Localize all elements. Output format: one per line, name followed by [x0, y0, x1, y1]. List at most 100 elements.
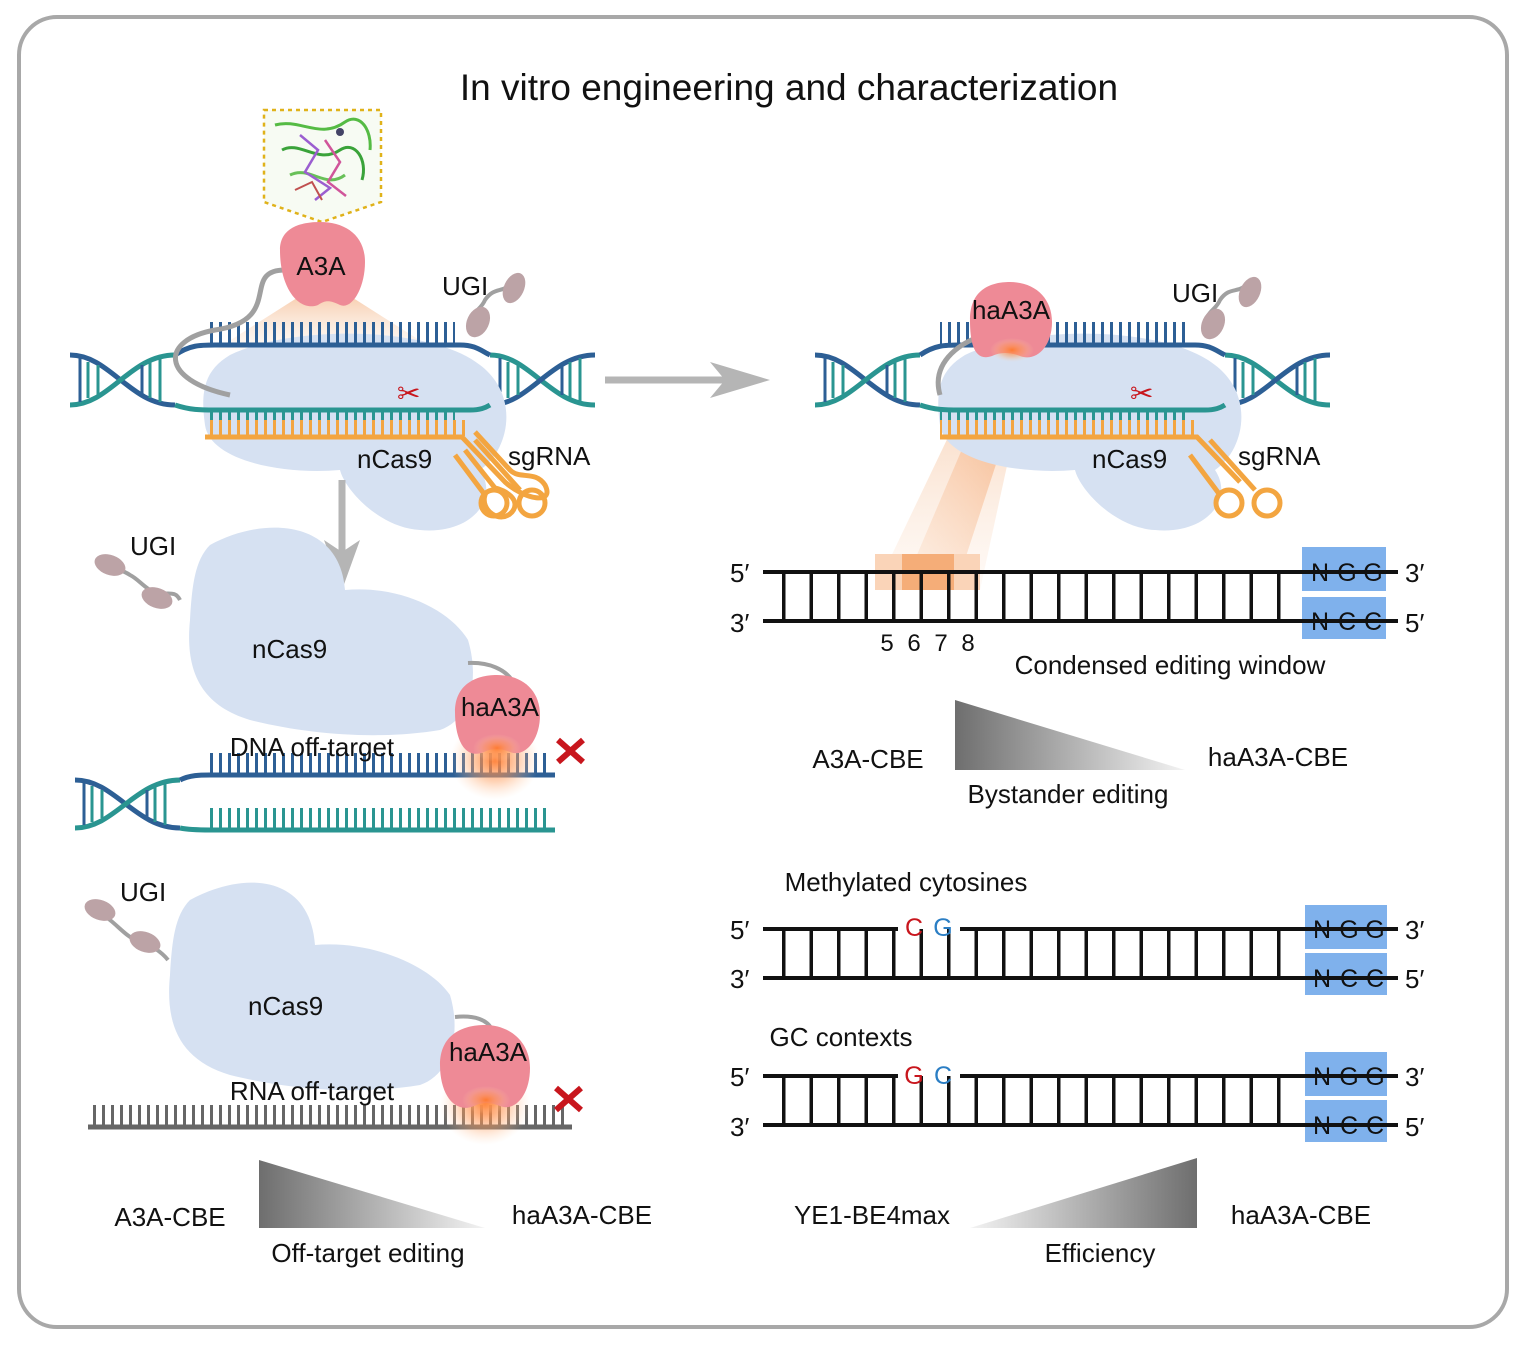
non-target-strand-ticks: [205, 322, 455, 344]
dna-offtarget-panel: UGI nCas9 haA3A DNA off-target: [74, 527, 585, 833]
efficiency-caption: Efficiency: [1045, 1238, 1156, 1268]
gc-five-prime: 5′: [730, 1062, 749, 1092]
gc-pam-bottom-c1: C: [1340, 1112, 1358, 1140]
base-g-methylated: G: [933, 914, 952, 942]
a3a-linker: [172, 267, 286, 398]
bystander-wedge: [955, 700, 1185, 770]
scissors-icon: ✂: [1130, 378, 1153, 409]
efficiency-right-label: haA3A-CBE: [1231, 1200, 1371, 1230]
pam-top-n: N: [1311, 559, 1329, 587]
position-5: 5: [880, 630, 893, 657]
haa3a-label: haA3A: [972, 295, 1051, 325]
sgrna-loop-1-right: [1213, 487, 1245, 519]
sgrna-loop-2-right: [1251, 487, 1283, 519]
ncas9-body-rna: [169, 882, 455, 1091]
sgrna-loop-2: [516, 487, 548, 519]
bystander-caption: Bystander editing: [968, 779, 1169, 809]
gc-top-end: 3′: [1405, 1062, 1424, 1092]
active-site-glow: [990, 338, 1034, 362]
dna-left-helix-right: [814, 352, 921, 408]
non-target-strand: [173, 342, 492, 358]
meth-pam-top-g2: G: [1365, 916, 1384, 944]
efficiency-gradient: YE1-BE4max haA3A-CBE Efficiency: [794, 1158, 1371, 1268]
bystander-left-label: A3A-CBE: [812, 744, 923, 774]
a3a-label: A3A: [296, 251, 346, 281]
blocked-x-icon: [554, 1085, 583, 1113]
meth-pam-bottom-n: N: [1313, 965, 1331, 993]
sgrna-loop-1: [478, 487, 510, 519]
meth-three-prime: 3′: [730, 964, 749, 994]
position-8: 8: [961, 630, 974, 657]
pam-bottom-c1: C: [1338, 608, 1356, 636]
bystander-right-label: haA3A-CBE: [1208, 742, 1348, 772]
rna-offtarget-panel: UGI nCas9 haA3A RNA off-target: [84, 877, 583, 1145]
blocked-x-icon: [556, 737, 585, 765]
sgrna-label: sgRNA: [508, 441, 591, 471]
target-strand: [174, 402, 492, 413]
pam-top-g2: G: [1363, 559, 1382, 587]
position-6: 6: [907, 630, 920, 657]
window-caption: Condensed editing window: [1015, 650, 1326, 680]
efficiency-wedge: [970, 1158, 1197, 1228]
gc-three-prime: 3′: [730, 1112, 749, 1142]
scissors-icon: ✂: [397, 378, 420, 409]
pam-box-bottom: [1302, 597, 1386, 639]
ugi-domain-2: [502, 272, 526, 304]
ugi-domain-2-right: [1238, 276, 1262, 308]
ugi-label-rna: UGI: [120, 877, 166, 907]
offtarget-left-label: A3A-CBE: [114, 1202, 225, 1232]
base-c-methylated: C: [905, 914, 923, 942]
three-prime-label: 3′: [730, 608, 749, 638]
pam-bottom-n: N: [1311, 608, 1329, 636]
ncas9-label-rna: nCas9: [248, 991, 323, 1021]
ugi-domain-dna-1: [94, 554, 126, 576]
ncas9-label-right: nCas9: [1092, 444, 1167, 474]
sgrna-spacer-ticks-right: [940, 420, 1200, 436]
haa3a-label-rna: haA3A: [449, 1037, 528, 1067]
dna-offtarget-label: DNA off-target: [230, 732, 395, 762]
pam-box-bottom-meth: [1305, 953, 1387, 995]
methylated-cytosine-diagram: Methylated cytosines C G 5′ 3′ 3′ 5′ N G…: [730, 867, 1424, 995]
sgrna-spacer-ticks: [205, 420, 465, 436]
meth-pam-bottom-c2: C: [1366, 965, 1384, 993]
sgrna-label-right: sgRNA: [1238, 441, 1321, 471]
haa3a-protein-rna: [440, 1025, 530, 1108]
meth-five-prime: 5′: [730, 915, 749, 945]
five-prime-label: 5′: [730, 558, 749, 588]
haa3a-protein: [970, 282, 1052, 358]
gc-context-diagram: GC contexts G C 5′ 3′ 3′ 5′ N G G N C C: [730, 1022, 1424, 1142]
meth-pam-top-g1: G: [1339, 916, 1358, 944]
meth-pam-bottom-c1: C: [1340, 965, 1358, 993]
gc-pam-top-g2: G: [1365, 1063, 1384, 1091]
efficiency-left-label: YE1-BE4max: [794, 1200, 950, 1230]
arrow-down: [324, 480, 360, 590]
a3a-cbe-complex: ✂ A3A UGI nCas9 sgRNA: [69, 108, 596, 531]
ugi-domain-dna-2: [141, 587, 173, 609]
position-7: 7: [934, 630, 947, 657]
haa3a-cbe-complex: ✂ haA3A UGI nCas9 sgRNA: [814, 276, 1331, 590]
gc-bottom-end: 5′: [1405, 1112, 1424, 1142]
ugi-label-right: UGI: [1172, 278, 1218, 308]
base-g-gc: G: [904, 1062, 923, 1090]
bottom-end-label: 5′: [1405, 608, 1424, 638]
haa3a-label-dna: haA3A: [461, 692, 540, 722]
ugi-domain-rna-2: [129, 931, 161, 953]
ugi-label: UGI: [442, 271, 488, 301]
gc-context-label: GC contexts: [769, 1022, 912, 1052]
pam-bottom-c2: C: [1364, 608, 1382, 636]
ugi-domain-rna-1: [84, 899, 116, 921]
figure-title: In vitro engineering and characterizatio…: [460, 67, 1118, 108]
top-end-label: 3′: [1405, 558, 1424, 588]
ugi-domain-1: [465, 306, 491, 338]
gc-pam-bottom-n: N: [1313, 1112, 1331, 1140]
rna-offtarget-label: RNA off-target: [230, 1076, 395, 1106]
arrow-right: [605, 362, 770, 398]
ncas9-label: nCas9: [357, 444, 432, 474]
haa3a-protein-dna: [455, 675, 540, 754]
a3a-protein: [280, 222, 365, 307]
meth-top-end: 3′: [1405, 915, 1424, 945]
ugi-label-dna: UGI: [130, 531, 176, 561]
sgrna-strand-right: [940, 434, 1242, 484]
editing-window-diagram: 5′ 3′ 3′ 5′ N G G N C C 5 6 7 8 Condense…: [730, 547, 1424, 680]
